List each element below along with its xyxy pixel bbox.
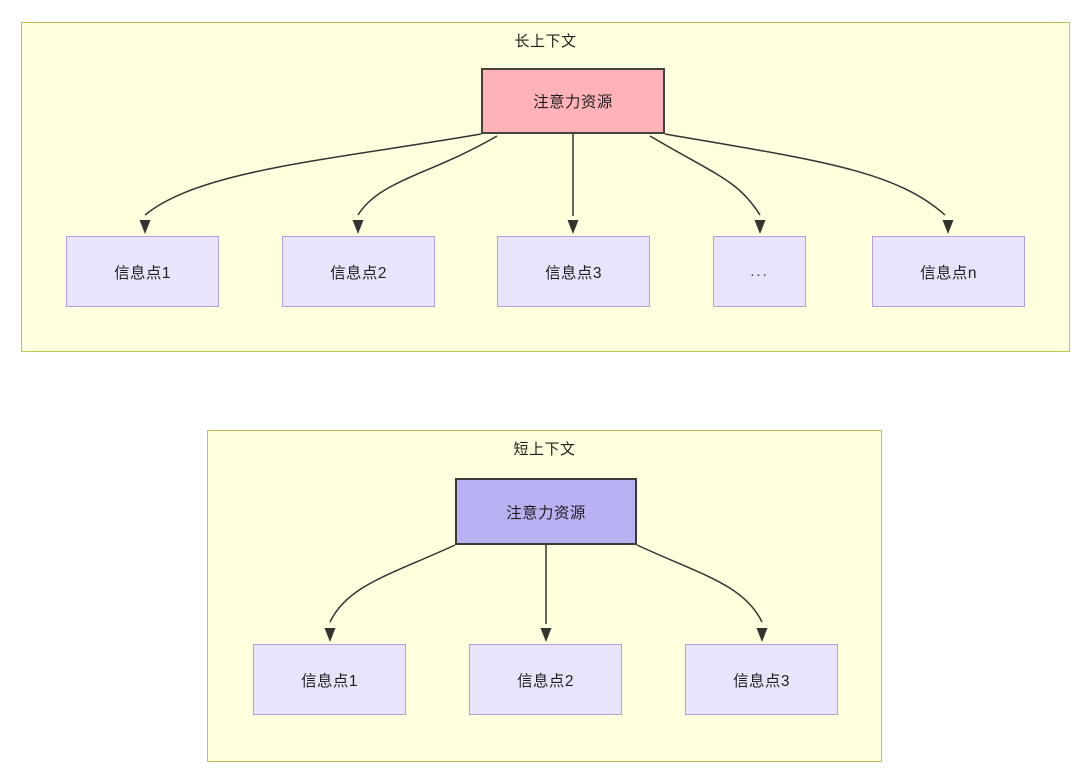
node-label: 信息点3 xyxy=(545,264,602,282)
node-label: 信息点3 xyxy=(733,672,790,690)
node-attention-resource-long[interactable]: 注意力资源 xyxy=(481,68,665,134)
node-label: 信息点1 xyxy=(114,264,171,282)
node-info-point-3-short[interactable]: 信息点3 xyxy=(685,644,838,715)
node-label: 注意力资源 xyxy=(506,504,586,522)
panel-long-context-title: 长上下文 xyxy=(514,33,577,50)
node-label: ... xyxy=(750,263,769,280)
node-label: 信息点2 xyxy=(517,672,574,690)
node-info-point-1-short[interactable]: 信息点1 xyxy=(253,644,406,715)
node-label: 信息点2 xyxy=(330,264,387,282)
node-info-point-2-short[interactable]: 信息点2 xyxy=(469,644,622,715)
node-info-point-ellipsis-long[interactable]: ... xyxy=(713,236,806,307)
node-label: 信息点1 xyxy=(301,672,358,690)
node-label: 注意力资源 xyxy=(533,94,613,111)
node-info-point-n-long[interactable]: 信息点n xyxy=(872,236,1025,307)
node-info-point-3-long[interactable]: 信息点3 xyxy=(497,236,650,307)
node-label: 信息点n xyxy=(920,264,977,282)
node-info-point-2-long[interactable]: 信息点2 xyxy=(282,236,435,307)
panel-short-context-title: 短上下文 xyxy=(513,441,576,458)
node-info-point-1-long[interactable]: 信息点1 xyxy=(66,236,219,307)
node-attention-resource-short[interactable]: 注意力资源 xyxy=(455,478,637,545)
